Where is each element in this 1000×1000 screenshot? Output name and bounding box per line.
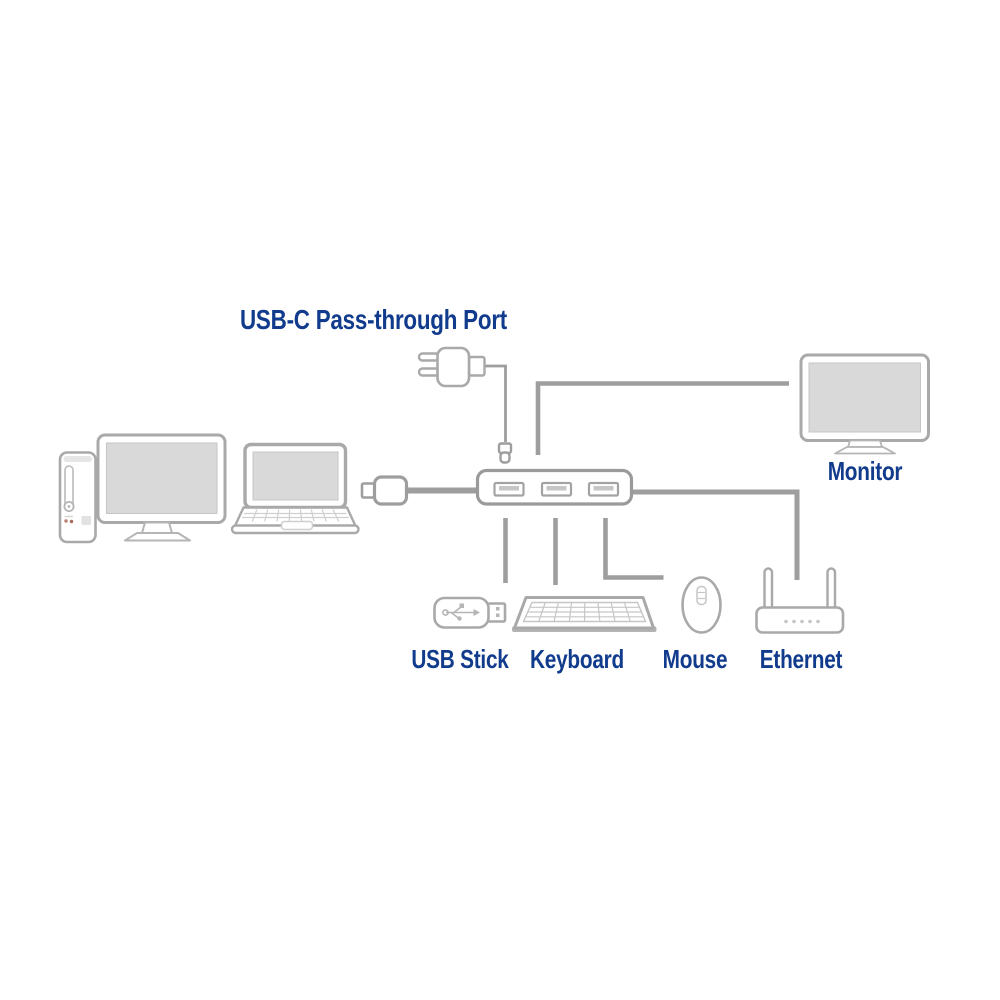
usb-hub-icon — [475, 468, 634, 506]
hub-usb-port-2 — [540, 481, 573, 497]
laptop-touchpad — [280, 520, 314, 531]
pc-display-icon — [96, 433, 227, 542]
pc-tower-icon — [58, 451, 97, 544]
cable-hub-to-mouse — [603, 518, 664, 580]
ethernet-label: Ethernet — [759, 644, 843, 674]
cable-adapter-to-hub — [484, 364, 507, 442]
cable-hub-to-ethernet — [629, 489, 800, 580]
monitor-icon — [799, 353, 930, 455]
usb-c-connector-icon — [360, 475, 409, 506]
usb-stick-label: USB Stick — [411, 644, 509, 674]
hub-usb-port-3 — [587, 481, 620, 497]
cable-hub-to-monitor — [535, 381, 789, 455]
usb-stick-icon — [433, 596, 507, 629]
laptop-icon — [230, 442, 360, 535]
power-adapter-icon — [417, 346, 513, 464]
usb-c-passthrough-plug-icon — [497, 442, 513, 464]
mouse-icon — [681, 576, 722, 634]
usb-trident-symbol — [442, 603, 480, 621]
diagram-title: USB-C Pass-through Port — [240, 304, 508, 335]
laptop-keys-grid — [242, 509, 349, 522]
desktop-pc-icon — [58, 433, 227, 544]
cables — [404, 364, 800, 585]
router-leds — [784, 619, 820, 624]
mouse-label: Mouse — [662, 644, 728, 674]
keyboard-keys-grid — [525, 602, 644, 622]
keyboard-icon — [512, 596, 657, 632]
hub-usb-port-1 — [493, 481, 525, 497]
keyboard-label: Keyboard — [529, 644, 625, 674]
ethernet-router-icon — [755, 567, 845, 634]
monitor-label: Monitor — [827, 456, 903, 486]
